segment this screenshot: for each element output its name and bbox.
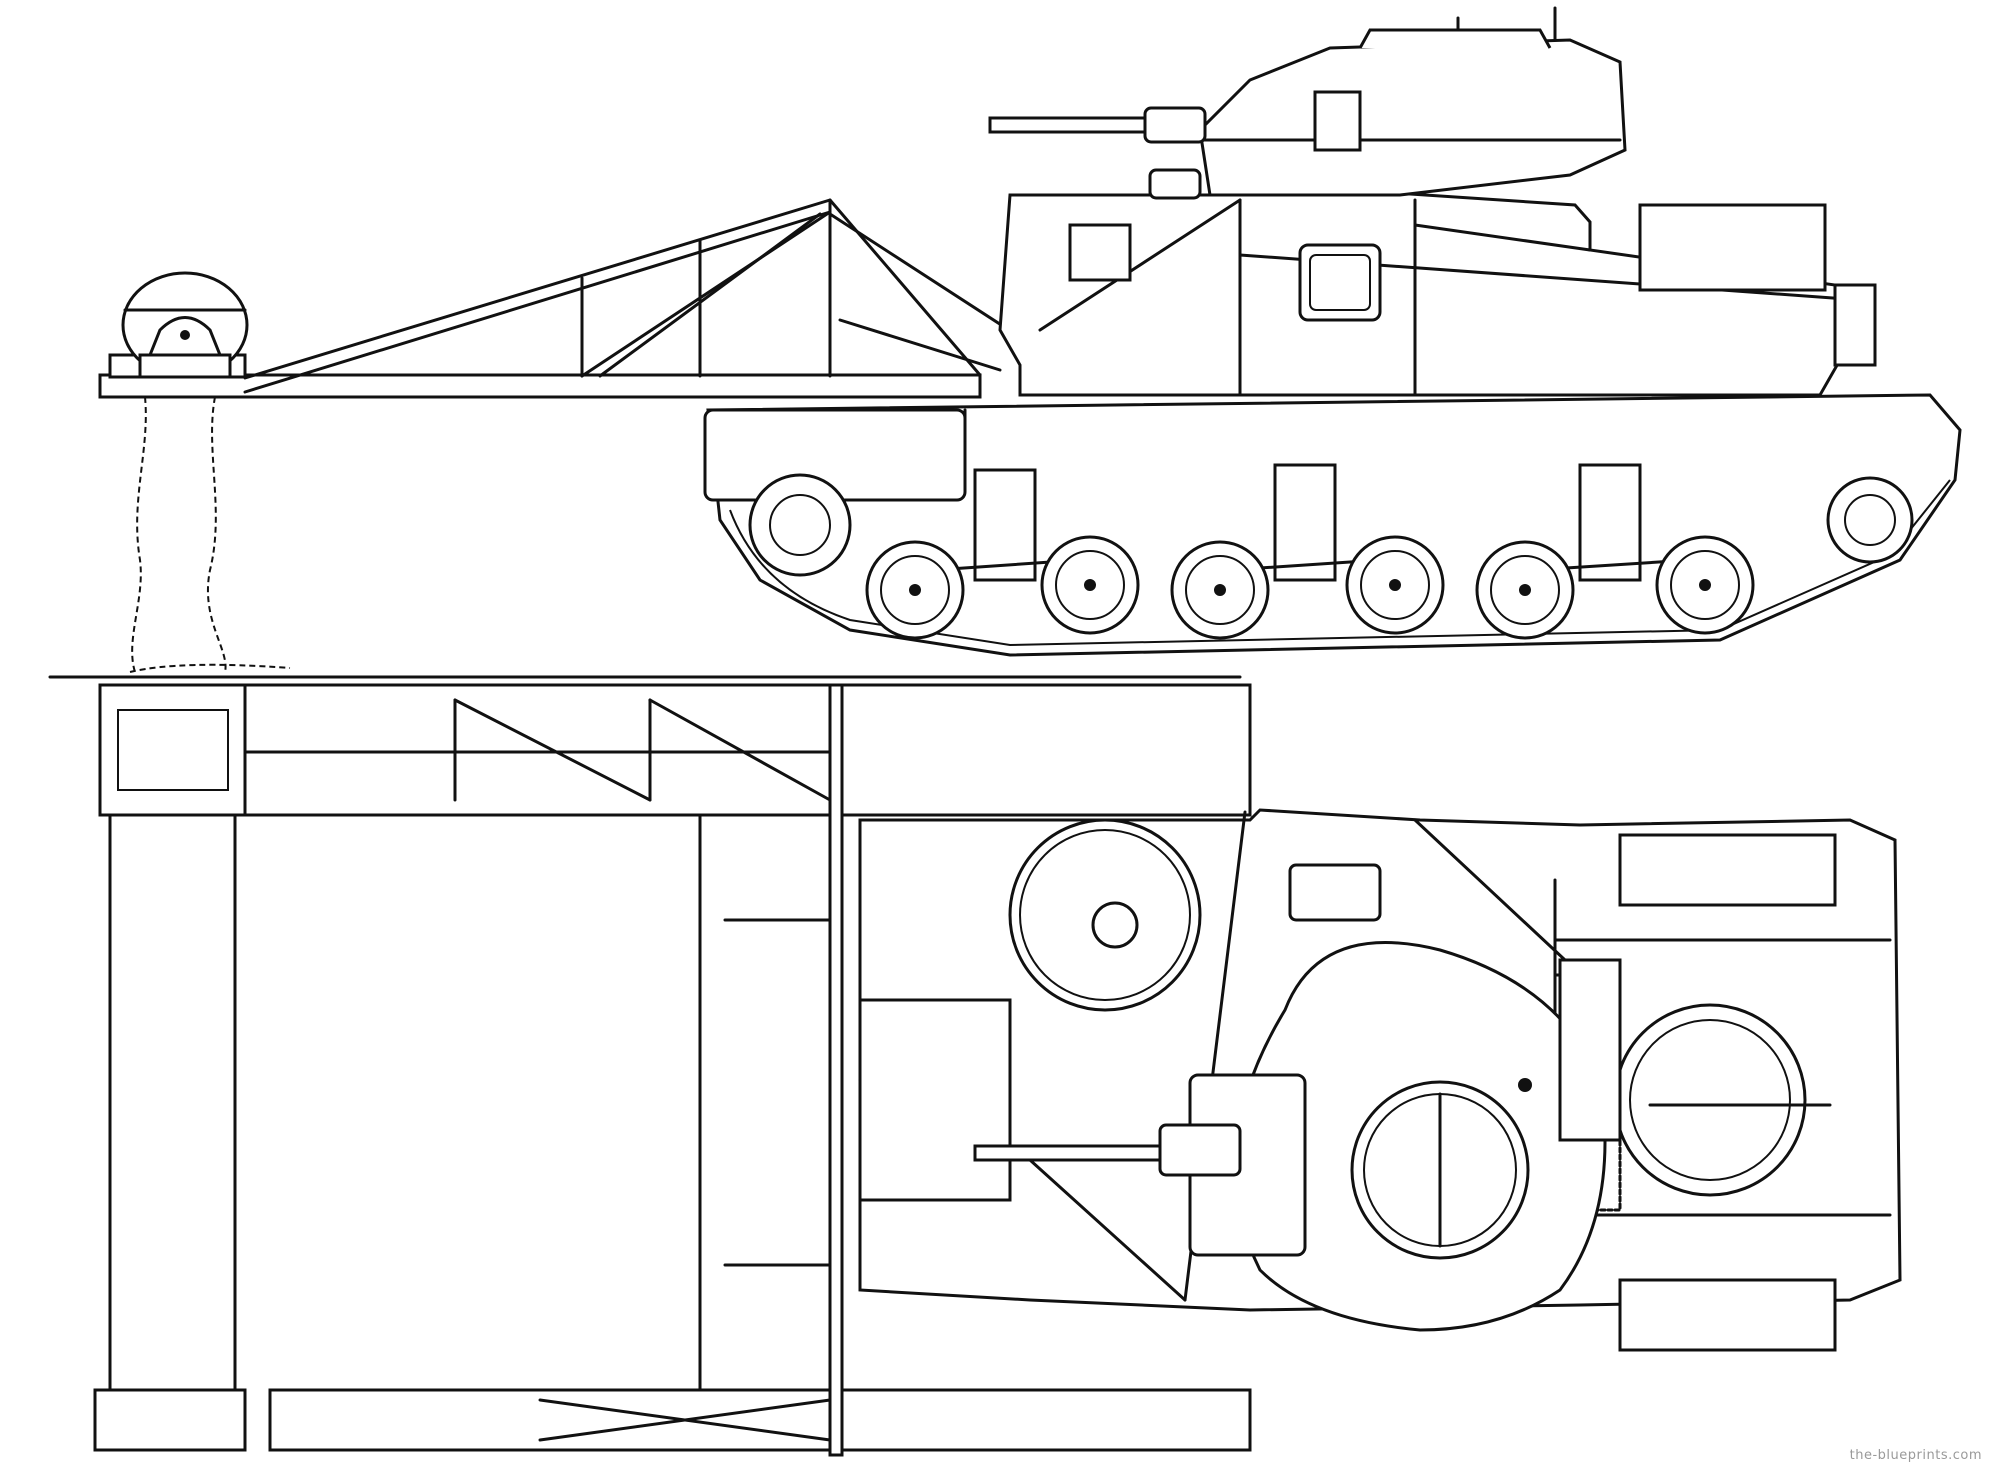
driver-hatch (1008, 818, 1202, 1012)
hoist-chain (129, 396, 291, 673)
bogie-middle (1170, 463, 1445, 640)
bogie-front (865, 468, 1140, 640)
side-view (48, 6, 1962, 679)
engine-grille (1558, 958, 1832, 1197)
watermark-text: the-blueprints.com (1849, 1448, 1982, 1463)
gantry-frame (93, 683, 1252, 1457)
idler-wheel (1826, 476, 1914, 564)
top-view (93, 683, 1902, 1457)
plan-gun (973, 1123, 1242, 1177)
crane-boom (98, 198, 1082, 399)
bogie-rear (1475, 463, 1755, 640)
tank-hull (998, 171, 1877, 397)
pulley-drum (121, 271, 249, 379)
main-gun (988, 106, 1207, 200)
drive-sprocket (748, 473, 852, 577)
turret (1198, 6, 1627, 197)
turret-plan (1188, 941, 1607, 1332)
